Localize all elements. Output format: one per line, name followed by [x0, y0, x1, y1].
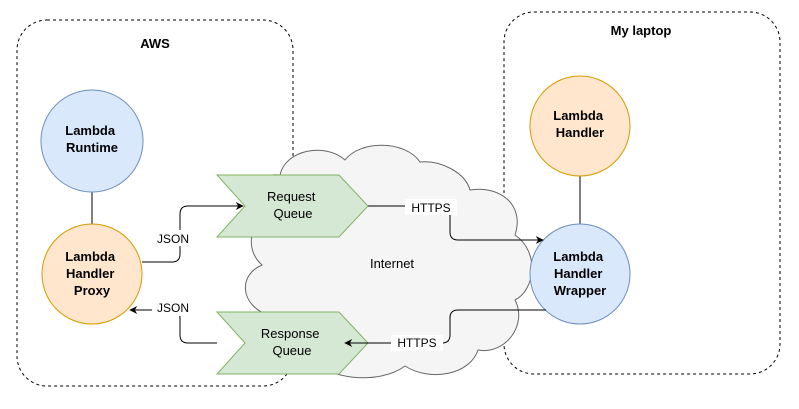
request-queue-label-line2: Queue	[273, 206, 312, 221]
handler-proxy-label-line2: Handler	[66, 266, 114, 281]
lambda-runtime-node: Lambda Runtime	[40, 89, 144, 193]
https-request-label: HTTPS	[411, 201, 450, 215]
json-request-label: JSON	[157, 232, 189, 246]
lambda-handler-node: Lambda Handler	[529, 75, 631, 177]
lambda-handler-label-line2: Handler	[556, 125, 604, 140]
internet-label: Internet	[370, 256, 414, 271]
handler-wrapper-label-line2: Handler	[554, 266, 602, 281]
svg-text:Request Queue: Request Queue	[267, 189, 319, 221]
https-response-edge	[344, 309, 546, 347]
aws-group-label: AWS	[140, 36, 170, 51]
json-response-label: JSON	[157, 301, 189, 315]
lambda-handler-wrapper-node: Lambda Handler Wrapper	[529, 223, 631, 325]
svg-text:Response Queue: Response Queue	[261, 326, 323, 358]
svg-text:Lambda Runtime: Lambda Runtime	[65, 123, 118, 155]
request-queue-node: Request Queue	[215, 174, 369, 238]
laptop-group-label: My laptop	[611, 23, 672, 38]
response-queue-label-line2: Queue	[272, 343, 311, 358]
lambda-handler-label-line1: Lambda	[553, 108, 604, 123]
laptop-group-box	[503, 11, 781, 375]
handler-wrapper-label-line1: Lambda	[553, 249, 604, 264]
handler-proxy-label-line1: Lambda	[65, 249, 116, 264]
response-queue-label-line1: Response	[261, 326, 320, 341]
https-request-label-bg	[405, 199, 457, 215]
lambda-runtime-label-line2: Runtime	[66, 140, 118, 155]
svg-text:Lambda Handler Wra: Lambda Handler Wrapper	[553, 249, 606, 298]
request-queue-label-line1: Request	[267, 189, 316, 204]
svg-text:Lambda Handler Pro: Lambda Handler Proxy	[65, 249, 118, 298]
svg-text:Lambda Handler: Lambda Handler	[553, 108, 606, 140]
lambda-runtime-label-line1: Lambda	[65, 123, 116, 138]
response-queue-node: Response Queue	[215, 311, 369, 375]
https-response-label-bg	[391, 335, 443, 351]
https-response-label: HTTPS	[397, 336, 436, 350]
lambda-handler-proxy-node: Lambda Handler Proxy	[41, 223, 143, 325]
json-response-label-bg	[152, 300, 194, 316]
json-request-label-bg	[150, 230, 196, 246]
handler-wrapper-label-line3: Wrapper	[554, 283, 607, 298]
handler-proxy-label-line3: Proxy	[74, 283, 111, 298]
